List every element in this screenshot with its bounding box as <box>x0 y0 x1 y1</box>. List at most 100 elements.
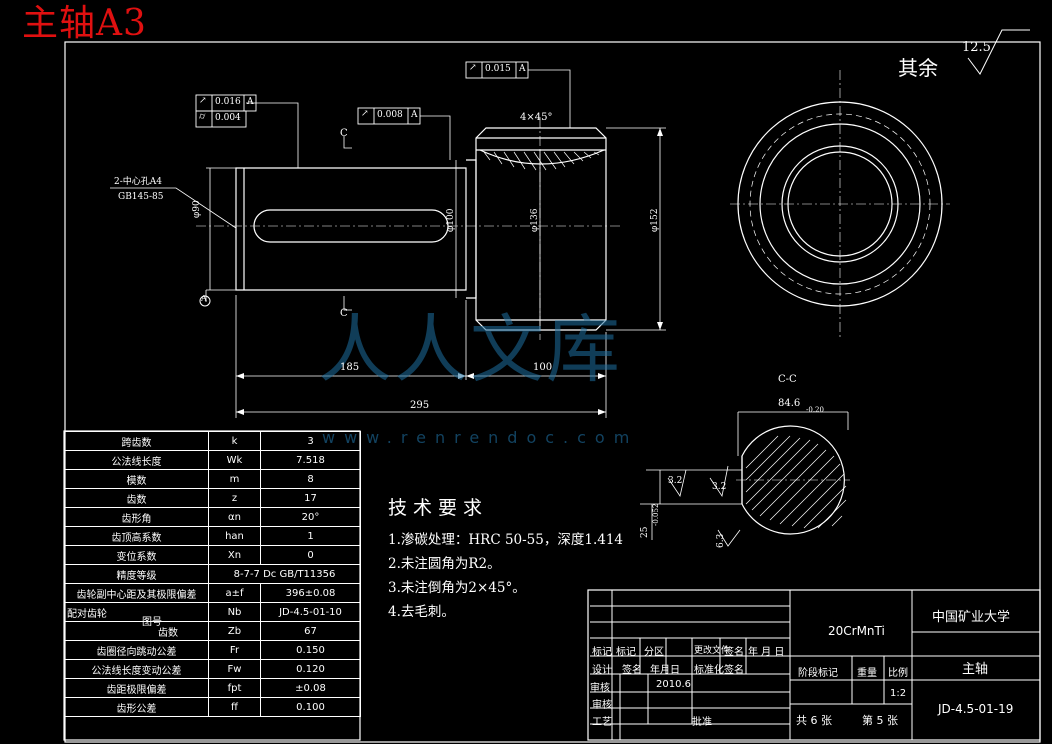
tol-value-4: 0.015 <box>485 64 511 74</box>
table-cell: 齿数 <box>64 488 209 508</box>
design-col: 签名 <box>724 665 744 676</box>
table-cell: fpt <box>208 678 261 698</box>
table-cell: Fr <box>208 640 261 660</box>
tol-symbol-1: ↗ <box>199 96 207 106</box>
section-view <box>741 425 845 535</box>
rev-col: 签名 <box>724 647 744 658</box>
table-cell: m <box>208 469 261 489</box>
approve-label: 批准 <box>692 717 712 728</box>
key-depth-tol: -0.052 <box>652 503 660 526</box>
section-mark-bottom: C <box>340 308 348 319</box>
tol-datum-1: A <box>247 97 254 107</box>
watermark-text: 人人文库 <box>318 307 622 393</box>
table-cell: z <box>208 488 261 508</box>
design-col: 标准化 <box>694 665 724 676</box>
table-cell: αn <box>208 507 261 527</box>
table-cell: han <box>208 526 261 546</box>
tol-symbol-2: ⌭ <box>199 112 206 122</box>
table-cell: 0.120 <box>260 659 361 679</box>
rev-col: 标记 <box>592 647 612 658</box>
date-value: 2010.6 <box>656 679 691 690</box>
title-block-grid <box>587 589 1041 741</box>
journal-dia-dim: φ100 <box>446 208 456 232</box>
hatch-top <box>483 151 600 171</box>
table-cell: 7.518 <box>260 450 361 470</box>
len-100: 100 <box>533 362 553 373</box>
table-cell: Xn <box>208 545 261 565</box>
rev-col: 分区 <box>644 647 664 658</box>
tol-datum-3: A <box>411 110 418 120</box>
rev-col: 年 月 日 <box>748 647 785 658</box>
table-cell: Wk <box>208 450 261 470</box>
table-cell: 公法线长度变动公差 <box>64 659 209 679</box>
center-hole-std: GB145-85 <box>118 192 164 202</box>
tol-symbol-4: ↗ <box>469 63 477 73</box>
shaft-dia-dim: φ90 <box>192 200 202 218</box>
tip-dia-dim: φ152 <box>650 208 660 232</box>
table-cell: 8-7-7 Dc GB/T11356 <box>208 564 361 584</box>
table-cell: 67 <box>260 621 361 641</box>
table-cell: a±f <box>208 583 261 603</box>
roughness-value: 12.5 <box>962 40 991 55</box>
key-width-tol: -0.20 <box>806 406 824 414</box>
sheets-total: 共 6 张 <box>796 714 832 727</box>
centerlines <box>196 70 950 481</box>
tol-datum-4: A <box>519 64 526 74</box>
scale-label: 比例 <box>888 668 908 679</box>
chamfer-dim: 4×45° <box>520 112 553 123</box>
table-cell: 齿距极限偏差 <box>64 678 209 698</box>
len-295: 295 <box>410 400 430 411</box>
section-title: C-C <box>778 374 797 385</box>
roughness-a: 3.2 <box>668 476 683 486</box>
table-cell: 齿形公差 <box>64 697 209 717</box>
surface-note: 其余 <box>898 56 938 80</box>
table-cell: 公法线长度 <box>64 450 209 470</box>
table-cell: 0.100 <box>260 697 361 717</box>
table-cell: 模数 <box>64 469 209 489</box>
section-dims <box>640 411 849 547</box>
tech-item: 3.未注倒角为2×45°。 <box>388 580 526 596</box>
part-name: 主轴 <box>962 662 989 677</box>
arrowheads <box>236 128 663 415</box>
end-view <box>737 101 943 307</box>
datum-a-label: A <box>201 294 207 303</box>
tol-value-3: 0.008 <box>377 110 403 120</box>
table-cell: JD-4.5-01-10 <box>260 602 361 622</box>
table-cell: 0 <box>260 545 361 565</box>
design-col: 设计 <box>592 665 612 676</box>
checker-label: 审核 <box>590 683 610 694</box>
sheet-number: 第 5 张 <box>862 714 898 727</box>
scale-value: 1:2 <box>890 688 907 699</box>
stage-label: 阶段标记 <box>798 668 838 679</box>
table-cell: 3 <box>260 431 361 451</box>
table-cell: 变位系数 <box>64 545 209 565</box>
datum-symbol <box>199 295 211 307</box>
material: 20CrMnTi <box>828 624 885 638</box>
dimension-lines <box>110 69 666 418</box>
table-cell: 齿顶高系数 <box>64 526 209 546</box>
organization: 中国矿业大学 <box>932 610 1011 625</box>
table-cell: 396±0.08 <box>260 583 361 603</box>
tech-item: 1.渗碳处理：HRC 50-55，深度1.414 <box>388 532 624 548</box>
rev-col: 更改文件 <box>694 646 731 656</box>
review-label: 审核 <box>592 700 612 711</box>
design-col: 签名 <box>622 665 642 676</box>
len-185: 185 <box>340 362 360 373</box>
table-cell: k <box>208 431 261 451</box>
design-col: 年月日 <box>650 665 680 676</box>
table-cell: ff <box>208 697 261 717</box>
